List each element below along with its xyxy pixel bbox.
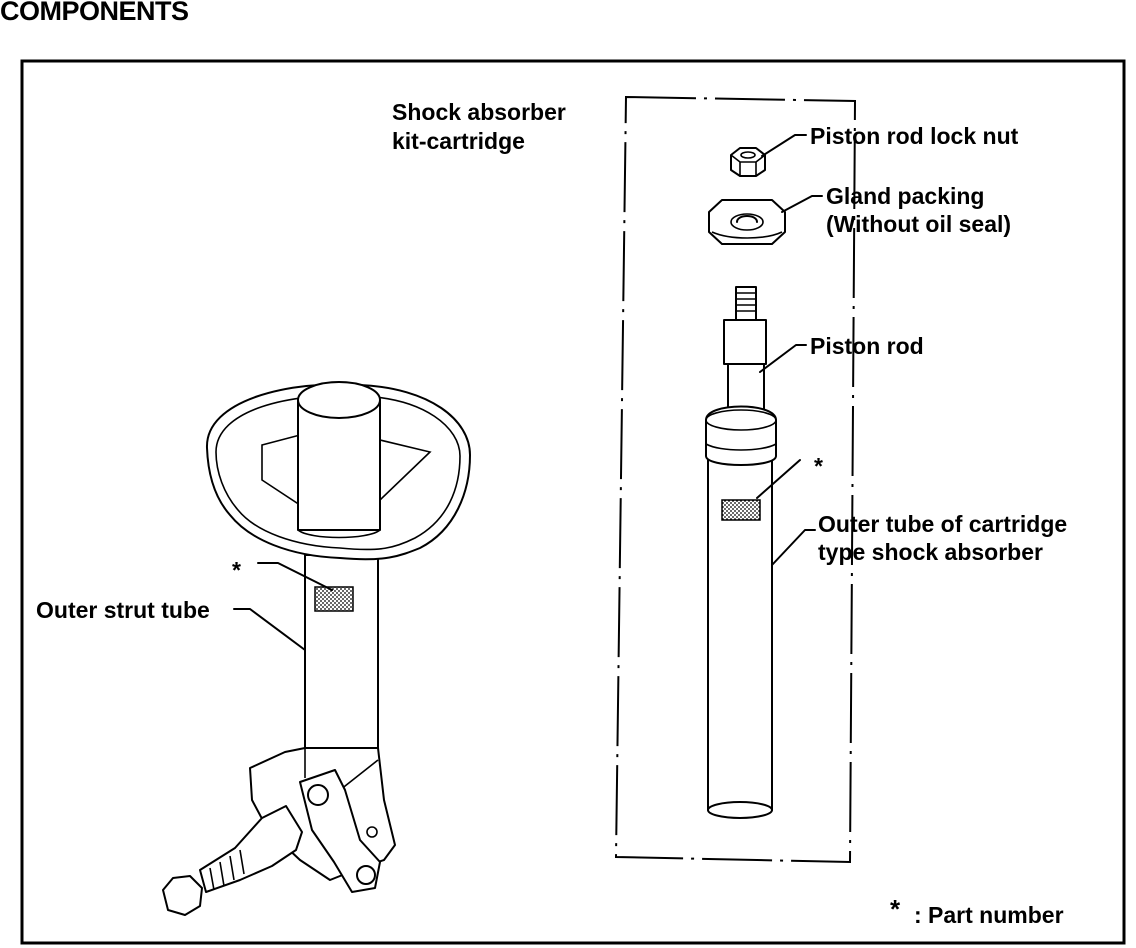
strut-assembly [162,381,471,916]
kit-label-line2: kit-cartridge [392,128,525,154]
asterisk-strut: * [232,557,241,583]
label-piston-rod-lock-nut: Piston rod lock nut [810,123,1019,149]
piston-rod-lock-nut [730,147,766,177]
label-outer-strut-tube: Outer strut tube [36,597,210,623]
asterisk-cartridge: * [814,453,823,479]
cartridge-part-number-label [721,499,761,521]
page-title: COMPONENTS [0,0,189,26]
outer-tube-cartridge [705,405,777,819]
label-outer-tube-line2: type shock absorber [818,539,1043,565]
cartridge-kit [705,147,786,819]
legend-marker: * [890,894,901,924]
legend-text: : Part number [914,902,1064,928]
leader-lines [233,134,823,651]
label-gland-packing-line2: (Without oil seal) [826,211,1011,237]
label-gland-packing-line1: Gland packing [826,183,984,209]
gland-packing [708,199,786,245]
kit-enclosure [614,95,857,864]
label-outer-tube-line1: Outer tube of cartridge [818,511,1067,537]
kit-label-line1: Shock absorber [392,99,566,125]
piston-rod [723,286,767,423]
diagram-frame [20,59,1126,945]
label-piston-rod: Piston rod [810,333,924,359]
strut-part-number-label [314,586,354,612]
